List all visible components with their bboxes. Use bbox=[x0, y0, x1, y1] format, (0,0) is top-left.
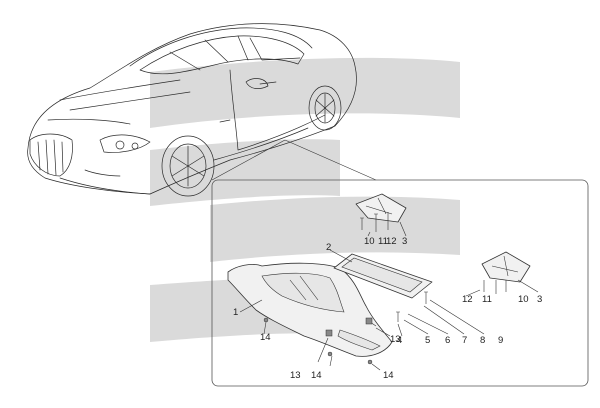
callout-8: 8 bbox=[480, 335, 485, 346]
callout-14-left: 14 bbox=[260, 332, 271, 343]
callout-12-top: 12 bbox=[386, 236, 397, 247]
callout-4: 4 bbox=[397, 335, 402, 346]
underbody-panel bbox=[227, 262, 393, 357]
callout-3-right: 3 bbox=[537, 294, 542, 305]
car-illustration bbox=[27, 23, 357, 197]
callout-12-right: 12 bbox=[462, 294, 473, 305]
callout-14-right: 14 bbox=[383, 370, 394, 381]
callout-labels: 1 2 3 3 4 5 6 7 8 9 10 10 11 11 12 12 13… bbox=[233, 236, 542, 381]
callout-6: 6 bbox=[445, 335, 450, 346]
right-bracket bbox=[481, 251, 531, 283]
callout-9: 9 bbox=[498, 335, 503, 346]
fasteners bbox=[263, 212, 507, 365]
callout-3-top: 3 bbox=[402, 236, 407, 247]
callout-10-top: 10 bbox=[364, 236, 375, 247]
callout-1: 1 bbox=[233, 307, 238, 318]
callout-14-middle: 14 bbox=[311, 370, 322, 381]
callout-leaders bbox=[239, 221, 539, 371]
callout-13-upper: 13 bbox=[390, 334, 401, 345]
leader-lines bbox=[211, 139, 377, 181]
callout-10-right: 10 bbox=[518, 294, 529, 305]
callout-11-right: 11 bbox=[482, 294, 492, 305]
callout-2: 2 bbox=[326, 242, 331, 253]
callout-11-top: 11 bbox=[378, 236, 388, 247]
callout-5: 5 bbox=[425, 335, 430, 346]
callout-13-lower: 13 bbox=[290, 370, 301, 381]
callout-7: 7 bbox=[462, 335, 467, 346]
upper-bracket bbox=[355, 193, 407, 223]
detail-frame bbox=[211, 179, 589, 387]
